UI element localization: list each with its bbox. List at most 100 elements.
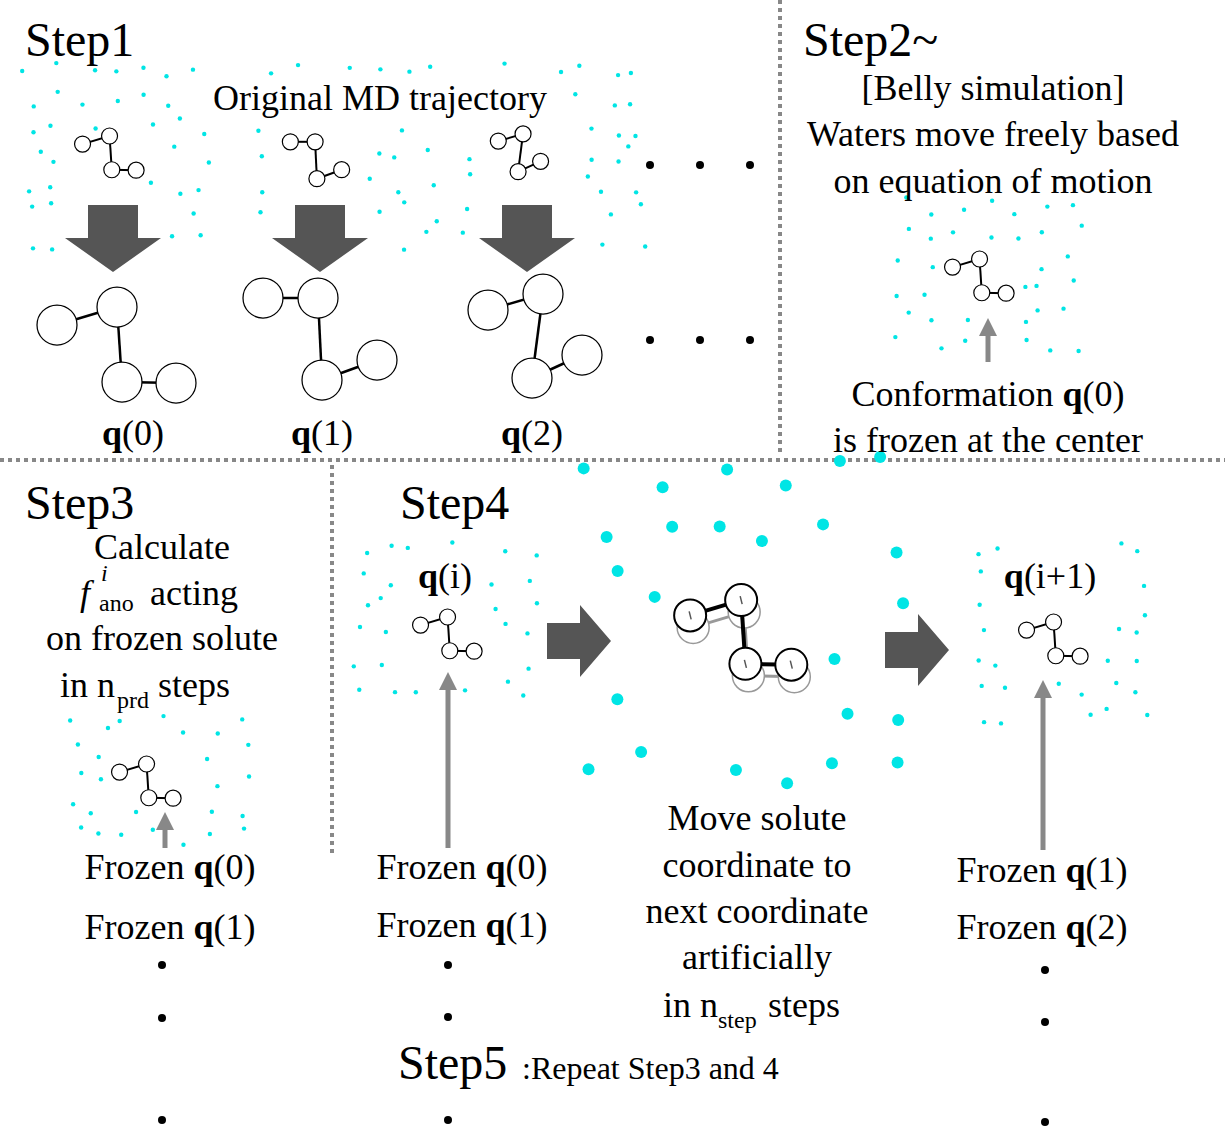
water-dot [525, 631, 529, 635]
ellipsis-dot [746, 336, 754, 344]
atom [243, 278, 283, 318]
water-dot [939, 346, 943, 350]
motion-tick [790, 661, 792, 669]
water-dot [170, 234, 174, 238]
water-dot [117, 719, 121, 723]
math-symbol: f [80, 573, 93, 615]
solute-molecule [468, 274, 602, 398]
atom [309, 171, 325, 187]
water-dot [389, 583, 393, 587]
water-dot [357, 688, 361, 692]
ellipsis-dot [444, 1116, 452, 1124]
frozen-label: Frozen q(1) [85, 907, 258, 949]
water-dot [467, 157, 471, 161]
frozen-label: Frozen q(1) [377, 905, 550, 947]
water-dot [589, 158, 593, 162]
ellipsis-dot [696, 336, 704, 344]
ellipsis-dot [1041, 1018, 1049, 1026]
solute-molecule [1019, 614, 1089, 664]
water-dot [599, 190, 603, 194]
water-dot [114, 69, 118, 73]
water-dot [891, 547, 903, 559]
water-dot [1080, 223, 1084, 227]
atom [298, 278, 338, 318]
water-dot [583, 763, 595, 775]
ellipsis-dot [746, 161, 754, 169]
conformation-label: q(i+1) [1004, 556, 1099, 598]
water-dot [426, 148, 430, 152]
water-dot [1135, 659, 1139, 663]
water-dot [96, 755, 100, 759]
water-molecules [578, 451, 909, 789]
atom [972, 251, 988, 267]
water-dot [31, 130, 35, 134]
water-dot [93, 126, 97, 130]
water-dot [643, 244, 647, 248]
water-dot [39, 150, 43, 154]
water-dot [414, 690, 418, 694]
water-dot [76, 742, 80, 746]
water-dot [721, 463, 733, 475]
water-dot [119, 833, 123, 837]
water-dot [506, 679, 510, 683]
atom [282, 134, 298, 150]
water-dot [612, 565, 624, 577]
motion-ticks [689, 596, 792, 669]
water-dot [366, 603, 370, 607]
pointer-head [156, 812, 174, 830]
water-dot [380, 663, 384, 667]
ellipsis-dot [158, 961, 166, 969]
water-dot [49, 201, 53, 205]
water-dot [450, 540, 454, 544]
frozen-label: Frozen q(1) [957, 850, 1130, 892]
water-dot [1119, 541, 1123, 545]
down-arrow [272, 205, 368, 272]
water-dot [1024, 320, 1028, 324]
water-dot [51, 160, 55, 164]
water-dot [428, 65, 432, 69]
water-dot [1104, 707, 1108, 711]
water-dot [106, 726, 110, 730]
water-dot [502, 61, 506, 65]
atom [102, 362, 142, 402]
water-dot [151, 828, 155, 832]
water-dot [269, 71, 273, 75]
water-dot [256, 129, 260, 133]
water-dot [191, 211, 195, 215]
water-dot [629, 71, 633, 75]
pointer-head [439, 672, 457, 690]
water-dot [1145, 713, 1149, 717]
water-dot [896, 258, 900, 262]
water-dot [79, 825, 83, 829]
water-dot [1066, 254, 1070, 258]
solute-molecule [945, 251, 1015, 301]
atom [490, 133, 506, 149]
water-dot [979, 684, 983, 688]
water-molecules [68, 714, 251, 847]
water-dot [586, 174, 590, 178]
water-dot [435, 219, 439, 223]
water-dot [617, 133, 621, 137]
water-dot [966, 318, 970, 322]
water-dot [577, 64, 581, 68]
water-dot [207, 160, 211, 164]
math-subscript: ano [99, 590, 136, 618]
step-title: Step3 [25, 475, 137, 531]
water-dot [714, 521, 726, 533]
water-dot [976, 552, 980, 556]
water-dot [1134, 630, 1138, 634]
atom [466, 643, 482, 659]
right-arrow [547, 605, 611, 677]
water-dot [817, 518, 829, 530]
water-dot [907, 227, 911, 231]
ellipsis-dot [158, 1014, 166, 1022]
motion-tick [740, 596, 742, 604]
water-dot [392, 155, 396, 159]
water-dot [260, 190, 264, 194]
water-dot [196, 188, 200, 192]
atom [75, 136, 91, 152]
solute-molecule [413, 609, 483, 659]
water-dot [1079, 692, 1083, 696]
atom [974, 285, 990, 301]
